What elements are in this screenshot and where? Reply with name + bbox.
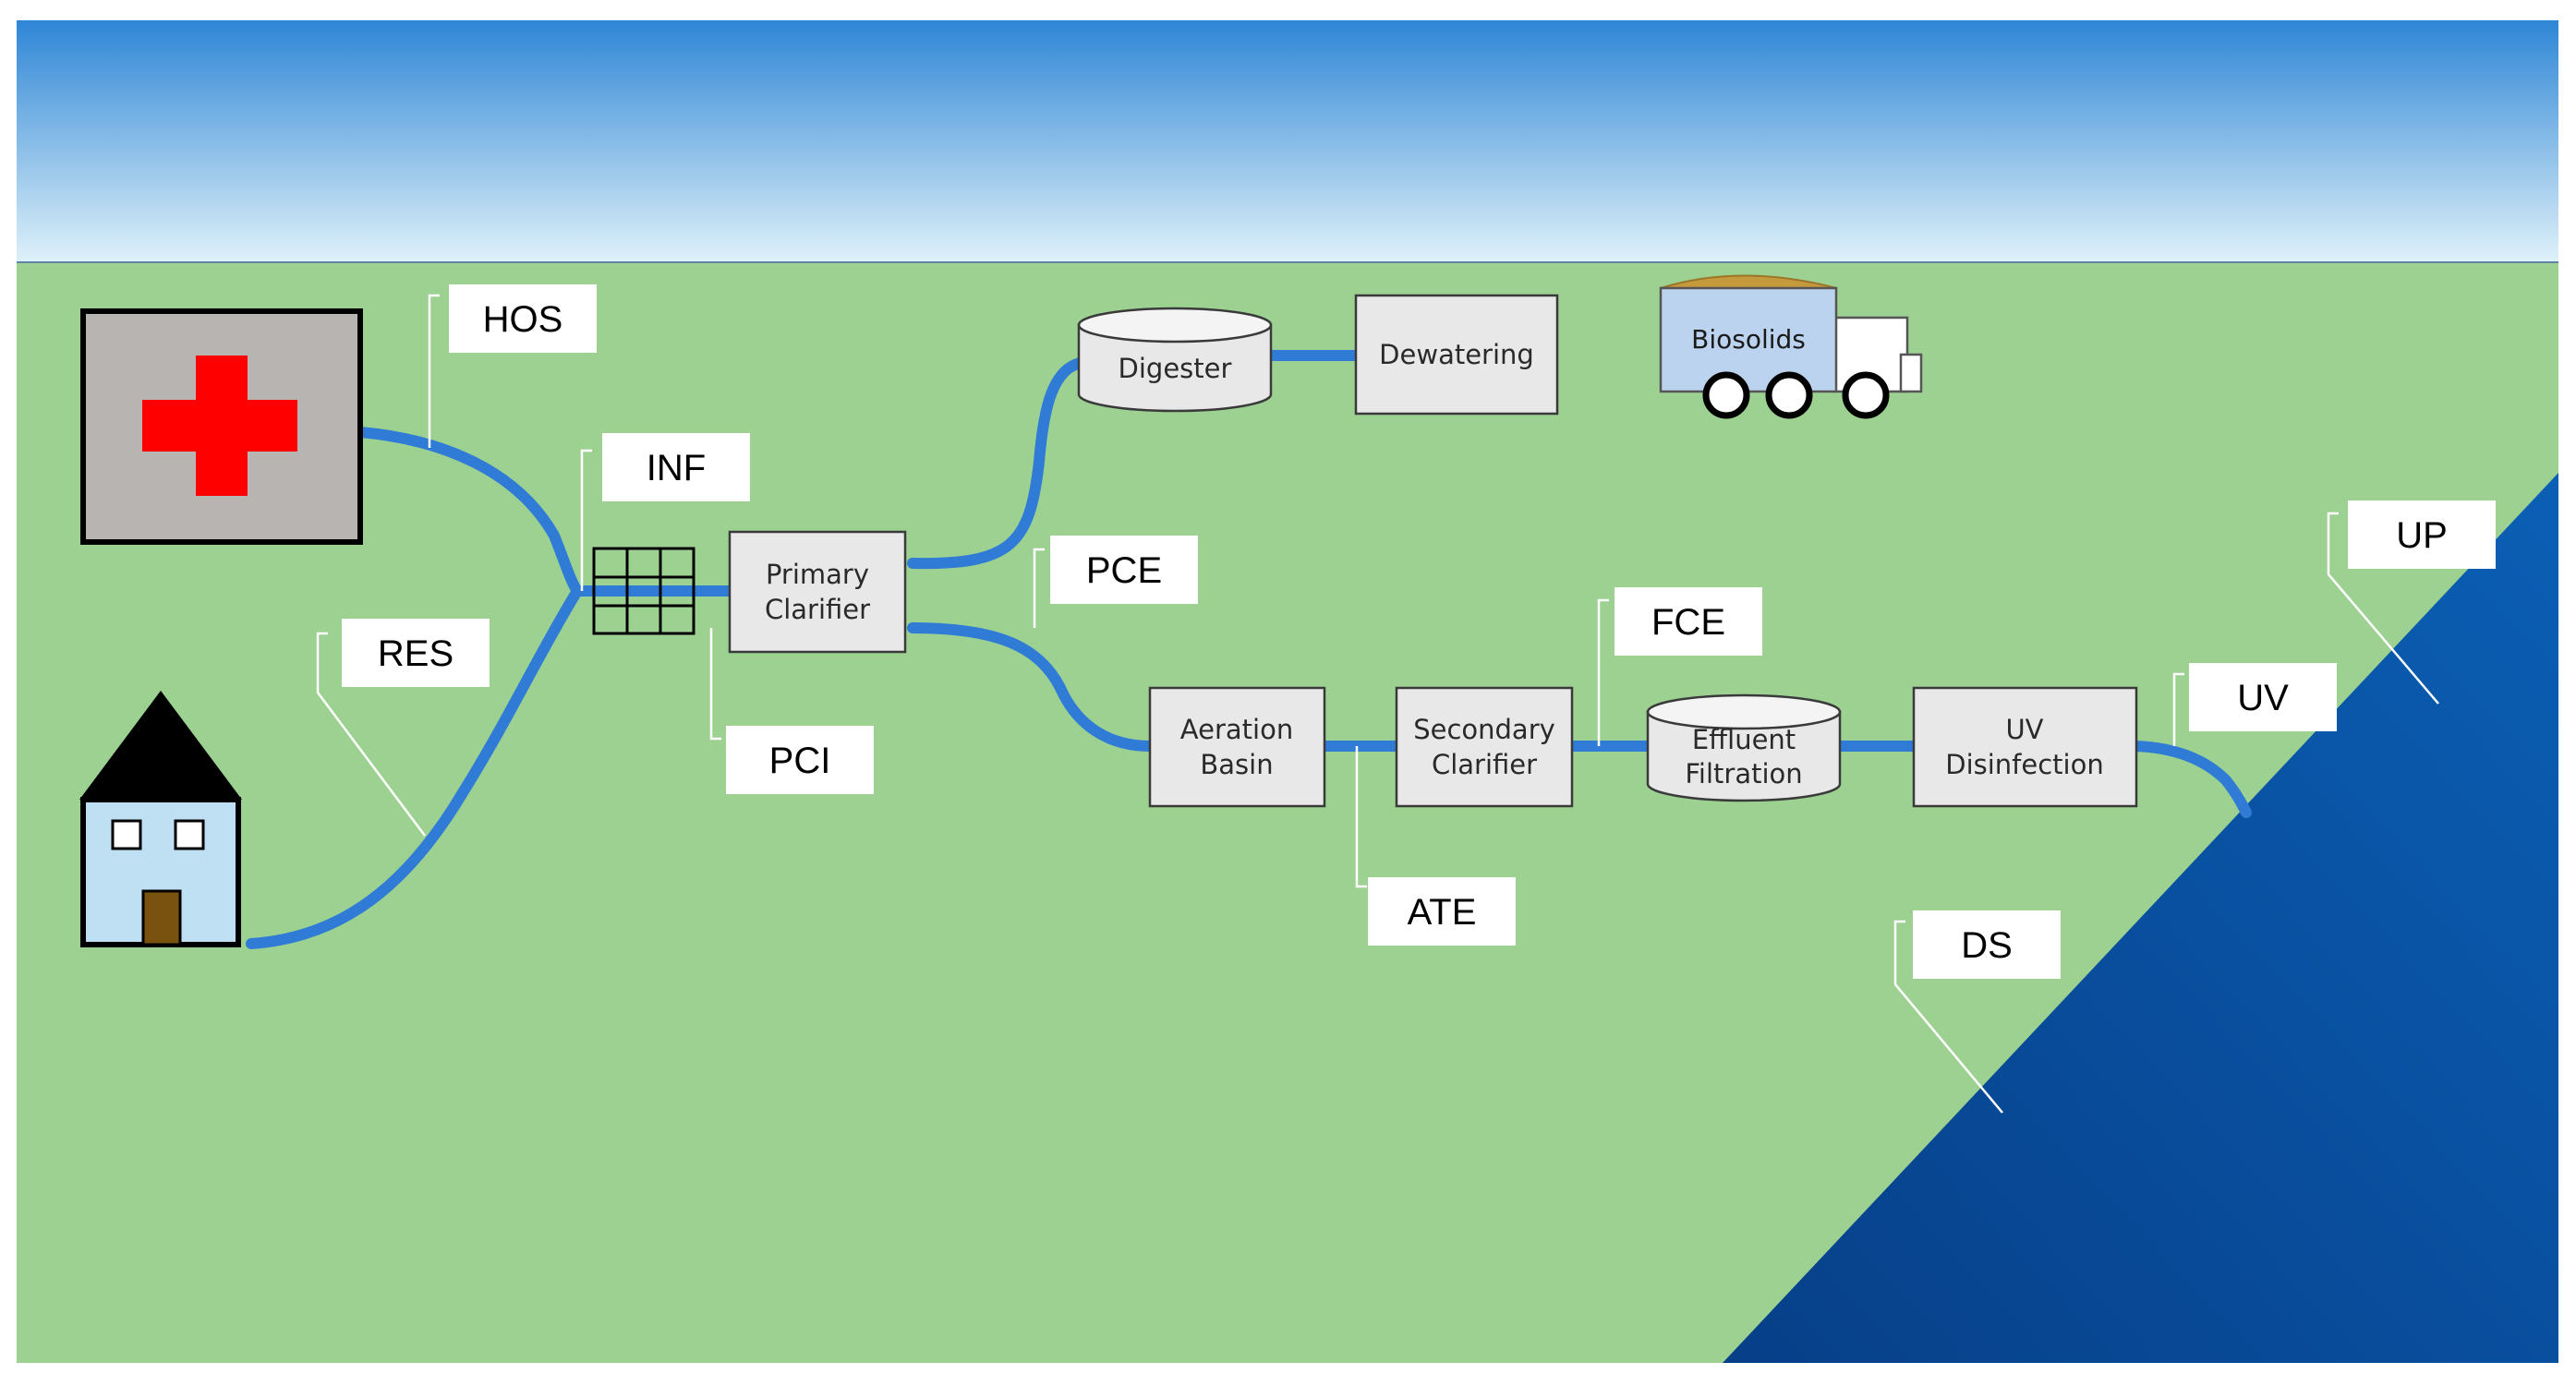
biosolids-label: Biosolids: [1691, 324, 1806, 355]
receiving-water: [1723, 473, 2558, 1363]
label-pci: PCI: [726, 726, 874, 794]
leader-inf: [580, 449, 592, 591]
leader-pci: [709, 628, 721, 741]
house-door: [141, 889, 182, 946]
truck-hood: [1899, 353, 1923, 393]
dewatering-unit: Dewatering: [1354, 294, 1559, 416]
label-ds-text: DS: [1961, 925, 2013, 966]
secondary-clarifier-label-line1: Secondary: [1413, 714, 1555, 745]
aeration-basin-label-line2: Basin: [1200, 749, 1273, 780]
uv-disinfection-label-line2: Disinfection: [1945, 749, 2103, 780]
truck-wheel-1: [1702, 371, 1750, 419]
aeration-basin-label-line1: Aeration: [1180, 714, 1293, 745]
label-uv-text: UV: [2237, 678, 2289, 718]
pipe-outfall: [2131, 741, 2252, 818]
bar-screen-icon: [592, 547, 695, 635]
truck-load: [1660, 274, 1837, 289]
label-hos-text: HOS: [483, 299, 563, 340]
pipe-residence: [246, 585, 583, 949]
label-pce-text: PCE: [1086, 550, 1162, 591]
label-fce: FCE: [1615, 587, 1762, 656]
leader-hos: [428, 294, 440, 448]
primary-clarifier-unit: Primary Clarifier: [728, 530, 907, 654]
pipe-to-aeration: [907, 622, 1155, 752]
label-ate: ATE: [1368, 877, 1516, 946]
label-up-text: UP: [2396, 515, 2448, 556]
effluent-filtration-label-line1: Effluent: [1692, 724, 1796, 755]
label-ate-text: ATE: [1408, 892, 1477, 933]
uv-disinfection-unit: UV Disinfection: [1912, 686, 2138, 808]
house-window-right: [174, 819, 205, 850]
truck-wheel-3: [1842, 371, 1890, 419]
label-inf-text: INF: [647, 448, 706, 488]
leader-up: [2327, 512, 2439, 705]
truck-body: [1659, 286, 1838, 393]
aeration-basin-unit: Aeration Basin: [1148, 686, 1326, 808]
leader-fce: [1597, 598, 1609, 746]
leader-ate: [1355, 746, 1367, 888]
red-cross-horizontal: [142, 400, 297, 452]
label-up: UP: [2348, 500, 2496, 569]
pipe-to-digester: [907, 356, 1091, 570]
truck-wheel-2: [1765, 371, 1813, 419]
label-hos: HOS: [449, 284, 597, 353]
label-pci-text: PCI: [769, 741, 831, 781]
label-inf: INF: [602, 433, 750, 501]
biosolids-truck-icon: Biosolids: [1659, 274, 1923, 419]
house-icon: [79, 691, 242, 947]
pipe-hospital: [355, 427, 583, 597]
label-fce-text: FCE: [1651, 602, 1725, 643]
label-uv: UV: [2189, 663, 2337, 731]
effluent-filtration-label-line2: Filtration: [1685, 758, 1802, 789]
secondary-clarifier-unit: Secondary Clarifier: [1395, 686, 1574, 808]
effluent-filtration-tank: Effluent Filtration: [1646, 693, 1842, 802]
leader-ds: [1893, 920, 2003, 1114]
label-pce: PCE: [1050, 536, 1198, 604]
house-roof: [79, 691, 242, 800]
digester-tank: Digester: [1077, 307, 1273, 413]
leader-pce: [1033, 548, 1045, 628]
label-ds: DS: [1913, 910, 2061, 979]
dewatering-label: Dewatering: [1379, 339, 1534, 370]
label-res: RES: [342, 619, 490, 687]
uv-disinfection-label-line1: UV: [2005, 714, 2043, 745]
primary-clarifier-label-line2: Clarifier: [765, 594, 870, 625]
house-window-left: [111, 819, 142, 850]
label-res-text: RES: [378, 633, 454, 674]
hospital-icon: [80, 308, 363, 545]
primary-clarifier-label-line1: Primary: [766, 559, 869, 590]
secondary-clarifier-label-line2: Clarifier: [1432, 749, 1537, 780]
sky: [17, 20, 2558, 262]
digester-label: Digester: [1119, 353, 1232, 384]
leader-uv: [2172, 672, 2184, 746]
leader-res: [316, 632, 427, 837]
